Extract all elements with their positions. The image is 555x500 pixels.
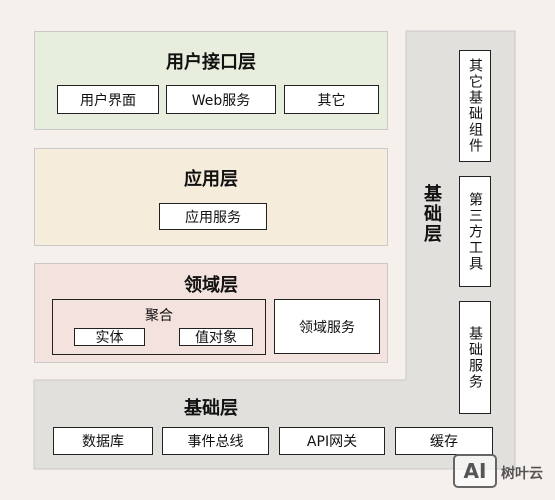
brand-logo-icon [453, 454, 497, 488]
value-object-box: 值对象 [179, 328, 253, 346]
other-infra-components-box: 其它基础组件 [459, 50, 491, 162]
entity-box: 实体 [74, 328, 145, 346]
cache-box: 缓存 [395, 427, 493, 455]
watermark: AI 树叶云 [453, 452, 553, 492]
application-layer: 应用层 应用服务 [34, 148, 388, 246]
brand-logo-text: AI [463, 459, 487, 483]
third-party-tools-box: 第三方工具 [459, 176, 491, 287]
database-box: 数据库 [53, 427, 153, 455]
domain-layer-title: 领域层 [184, 275, 238, 296]
domain-layer: 领域层 聚合 实体 值对象 领域服务 [34, 263, 388, 363]
user-interface-box: 用户界面 [57, 85, 159, 114]
aggregate-title: 聚合 [145, 308, 173, 324]
infra-layer-title: 基础层 [184, 398, 238, 419]
infra-layer-vertical-title: 基础层 [421, 184, 442, 244]
application-layer-title: 应用层 [184, 169, 238, 190]
application-service-box: 应用服务 [159, 203, 267, 230]
api-gateway-box: API网关 [279, 427, 385, 455]
domain-service-box: 领域服务 [274, 299, 380, 354]
aggregate-box: 聚合 实体 值对象 [52, 299, 266, 355]
event-bus-box: 事件总线 [162, 427, 269, 455]
infra-service-box: 基础服务 [459, 301, 491, 414]
ui-layer: 用户接口层 用户界面 Web服务 其它 [34, 31, 388, 130]
web-service-box: Web服务 [166, 85, 276, 114]
ui-layer-title: 用户接口层 [166, 52, 256, 73]
brand-name: 树叶云 [501, 466, 543, 482]
other-box: 其它 [284, 85, 379, 114]
